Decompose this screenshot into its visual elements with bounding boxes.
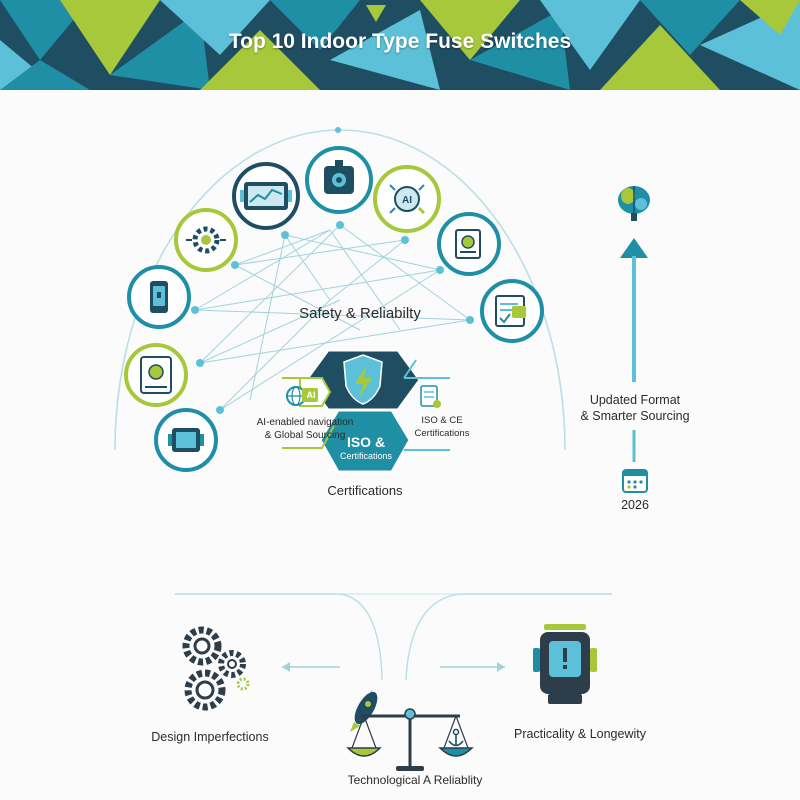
left-arrow-head xyxy=(282,662,290,672)
right-card-line2: Certifications xyxy=(414,428,470,439)
checklist-gear-icon xyxy=(437,212,501,276)
iso-ce-card xyxy=(403,359,450,451)
ai-brain-circuit-icon: AI xyxy=(373,165,441,233)
network-lines xyxy=(194,224,471,411)
lightning-bolt xyxy=(355,366,372,398)
iso-hexagon xyxy=(318,408,412,474)
page-title: Top 10 Indoor Type Fuse Switches xyxy=(228,30,572,53)
device-controller-icon xyxy=(154,408,218,472)
left-card-line2: & Global Sourcing xyxy=(264,430,346,441)
left-curve xyxy=(175,593,383,681)
ai-badge: AI xyxy=(306,390,316,400)
banner-pattern xyxy=(0,0,800,90)
iso-badge-line2: Certifications xyxy=(339,451,393,461)
svg-text:AI: AI xyxy=(402,195,412,206)
hub-bottom-label: Certifications xyxy=(327,483,403,498)
anchor-icon xyxy=(448,728,464,747)
network-nodes xyxy=(191,221,474,414)
fuse-switch-module-icon xyxy=(305,146,373,214)
rocket-icon xyxy=(350,690,378,732)
timeline-label-line2: & Smarter Sourcing xyxy=(580,409,690,423)
document-checklist-icon xyxy=(420,385,441,408)
device-alert-icon xyxy=(533,624,597,704)
design-imperfections-label: Design Imperfections xyxy=(151,730,269,744)
ai-globe-icon xyxy=(286,386,318,406)
monitor-dashboard-icon xyxy=(232,162,300,230)
balance-scale-icon xyxy=(346,708,474,771)
right-card-line1: ISO & CE xyxy=(421,415,463,426)
left-card-line1: AI-enabled navigation xyxy=(256,417,354,428)
gears-icon xyxy=(182,626,250,711)
practicality-label: Practicality & Longewity xyxy=(513,727,646,741)
arc-node xyxy=(335,127,341,133)
header-banner: Top 10 Indoor Type Fuse Switches xyxy=(0,0,800,90)
brain-icon xyxy=(618,186,650,221)
right-arrow-head xyxy=(497,662,505,672)
tech-reliability-label: Technological A Reliablity xyxy=(347,773,483,787)
document-check-icon xyxy=(480,279,544,343)
phone-device-icon xyxy=(127,265,191,329)
iso-badge-line1: ISO & xyxy=(346,434,386,450)
tablet-medical-icon xyxy=(124,343,188,407)
gear-chip-icon xyxy=(174,208,238,272)
timeline-arrow-head xyxy=(620,238,648,258)
timeline-year: 2026 xyxy=(621,498,649,512)
hub-title: Safety & Reliabilty xyxy=(299,305,421,322)
right-curve xyxy=(405,593,612,681)
calendar-icon xyxy=(622,469,648,493)
timeline-label-line1: Updated Format xyxy=(589,393,681,407)
